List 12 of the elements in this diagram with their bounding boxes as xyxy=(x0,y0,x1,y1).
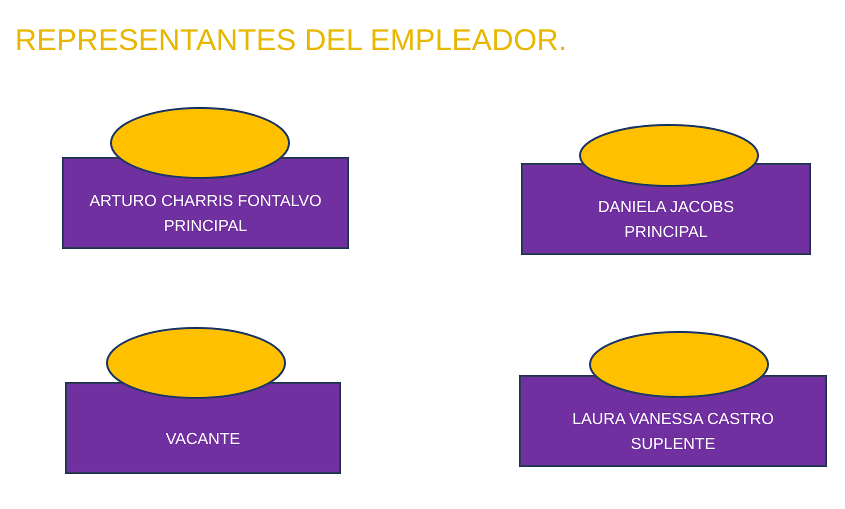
box-text: ARTURO CHARRIS FONTALVO xyxy=(89,192,322,212)
box-text: LAURA VANESSA CASTRO xyxy=(572,410,774,430)
box-text: VACANTE xyxy=(166,430,240,450)
ellipse-shape xyxy=(589,331,769,398)
box-text: SUPLENTE xyxy=(630,435,716,455)
box-text: PRINCIPAL xyxy=(164,217,248,237)
ellipse-shape xyxy=(110,107,290,179)
box-text: DANIELA JACOBS xyxy=(598,198,734,218)
title: REPRESENTANTES DEL EMPLEADOR. xyxy=(15,24,567,58)
ellipse-shape xyxy=(106,327,286,399)
box-text: PRINCIPAL xyxy=(624,223,708,243)
ellipse-shape xyxy=(579,124,759,187)
